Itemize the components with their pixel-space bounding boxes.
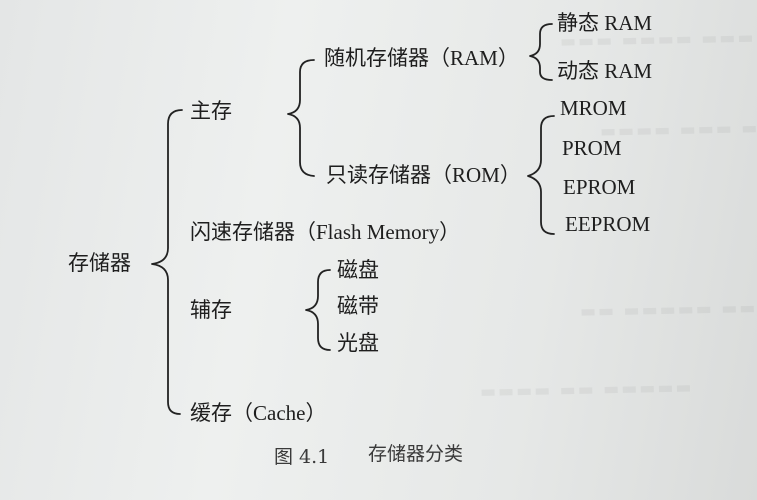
rom-brace	[527, 115, 555, 235]
magnetic-disk-label: 磁盘	[337, 258, 379, 282]
figure-caption: 存储器分类	[368, 443, 464, 465]
static-ram-label: 静态 RAM	[557, 11, 653, 35]
eprom-label: EPROM	[563, 175, 636, 199]
flash-label: 闪速存储器（Flash Memory）	[190, 220, 461, 244]
cache-label: 缓存（Cache）	[190, 401, 327, 425]
rom-label: 只读存储器（ROM）	[326, 163, 521, 187]
main-memory-brace	[287, 59, 315, 177]
mrom-label: MROM	[560, 96, 627, 120]
dynamic-ram-label: 动态 RAM	[557, 59, 653, 83]
ram-brace	[529, 23, 553, 81]
main-memory-label: 主存	[190, 99, 232, 123]
ram-label: 随机存储器（RAM）	[324, 46, 519, 70]
magnetic-tape-label: 磁带	[337, 294, 379, 318]
figure-number: 图 4.1	[274, 446, 330, 468]
eeprom-label: EEPROM	[565, 212, 651, 236]
auxiliary-label: 辅存	[190, 298, 232, 322]
auxiliary-brace	[305, 269, 331, 351]
optical-disk-label: 光盘	[337, 331, 379, 355]
root-label: 存储器	[68, 251, 131, 275]
prom-label: PROM	[562, 136, 622, 160]
root-brace	[151, 109, 183, 415]
